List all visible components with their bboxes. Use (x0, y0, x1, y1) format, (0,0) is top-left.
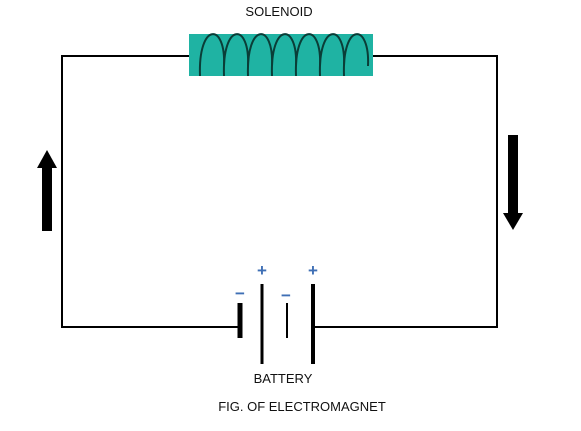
solenoid-coil-turn (294, 33, 322, 77)
solenoid-coil-turn (246, 33, 274, 77)
battery-cell-2-minus-sign: − (281, 286, 291, 305)
battery (237, 284, 315, 364)
arrow-up-icon (37, 150, 57, 231)
battery-label: BATTERY (254, 371, 313, 386)
circuit-wires (61, 55, 498, 328)
solenoid-coil-turn (270, 33, 298, 77)
solenoid-coil-turn (342, 33, 370, 77)
solenoid-coil-turn (222, 33, 250, 77)
figure-caption: FIG. OF ELECTROMAGNET (218, 399, 386, 414)
wire-top-right (315, 55, 498, 328)
wire-top-left (61, 55, 240, 328)
battery-cell-1-minus-sign: − (235, 284, 245, 303)
solenoid (189, 33, 373, 77)
solenoid-label: SOLENOID (245, 4, 312, 19)
battery-cell-1-plus-sign: + (257, 261, 267, 280)
solenoid-coil-turn (198, 33, 226, 77)
arrow-down-icon (503, 135, 523, 230)
battery-cell-2-plus-sign: + (308, 261, 318, 280)
solenoid-coil-turn (318, 33, 346, 77)
solenoid-coil (198, 33, 370, 77)
